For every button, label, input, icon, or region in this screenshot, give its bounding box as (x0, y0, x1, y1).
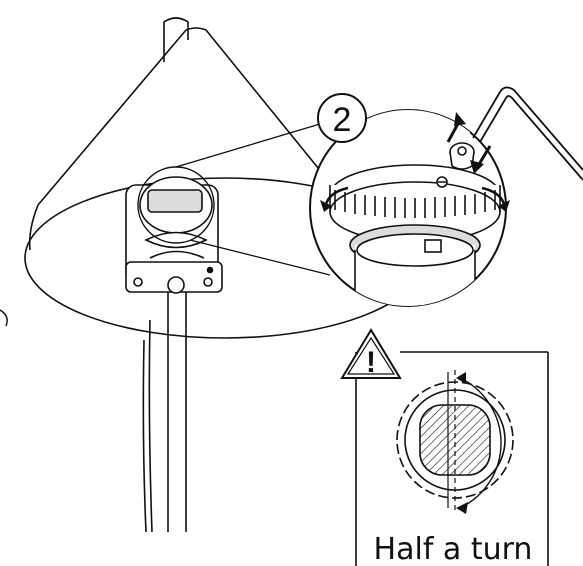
detail-caption: Half a turn (374, 532, 533, 566)
previous-step-edge (0, 309, 8, 327)
grub-screw (449, 142, 475, 170)
hex-key-icon (472, 86, 583, 181)
callout-leader-lines (175, 117, 341, 276)
warning-symbol: ! (366, 346, 376, 379)
direction-arrows (446, 112, 492, 174)
step-number: 2 (333, 101, 352, 139)
nut-top-view (396, 370, 514, 510)
warning-panel (355, 351, 549, 566)
half-turn-arrow (456, 372, 502, 514)
lamp-pole (142, 290, 187, 533)
rotation-arrows (320, 186, 510, 212)
step-number-badge (317, 93, 367, 143)
lamp-holder (125, 176, 223, 294)
warning-triangle-icon (340, 328, 402, 379)
pole-top (163, 17, 189, 62)
